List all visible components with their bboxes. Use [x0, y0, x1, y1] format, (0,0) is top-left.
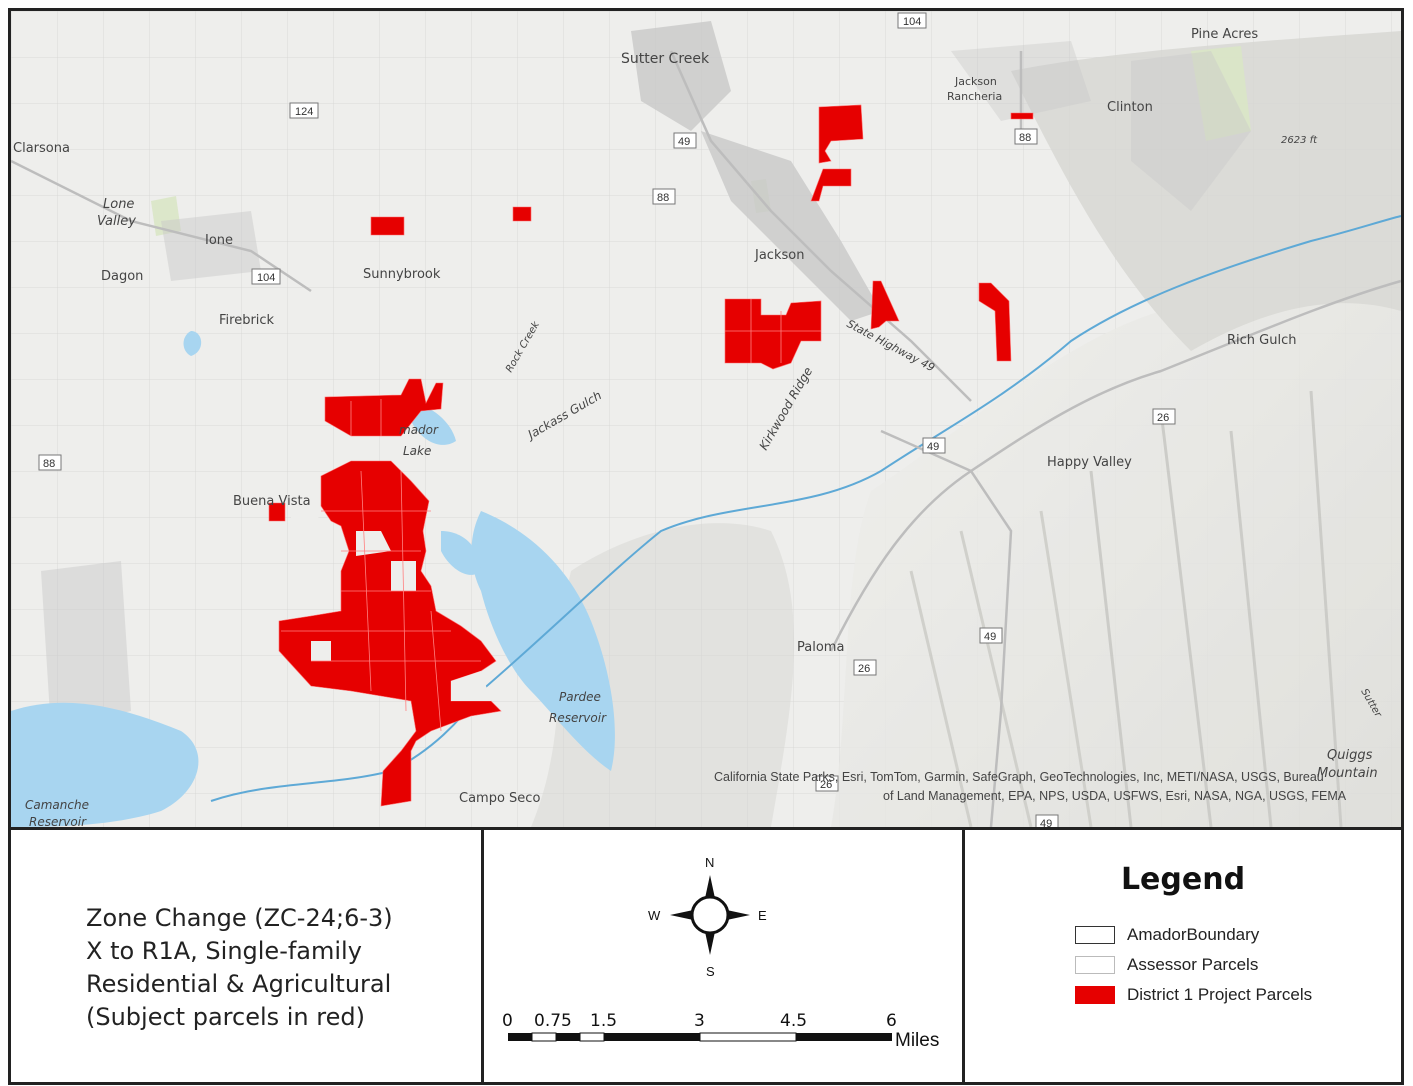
scale-tick-3: 3: [694, 1011, 705, 1031]
shield-26-a: 26: [1152, 408, 1176, 425]
compass-e: E: [758, 908, 767, 923]
scale-tick-0: 0: [502, 1011, 513, 1031]
description-panel: Zone Change (ZC-24;6-3) X to R1A, Single…: [11, 830, 484, 1082]
compass-s: S: [706, 964, 715, 979]
scale-unit: Miles: [895, 1030, 939, 1051]
description-line-4: (Subject parcels in red): [86, 1003, 365, 1031]
roads: [11, 50, 1401, 827]
label-ione: Ione: [205, 233, 233, 248]
label-happy-valley: Happy Valley: [1047, 455, 1132, 470]
shield-124: 124: [289, 102, 319, 119]
legend-label: Assessor Parcels: [1127, 955, 1259, 974]
legend-panel: Legend AmadorBoundary Assessor Parcels D…: [965, 830, 1401, 1082]
shield-49-a: 49: [673, 132, 697, 149]
label-jackson-rancheria-2: Rancheria: [947, 90, 1002, 103]
parcel-gaps: [291, 501, 491, 701]
label-sunnybrook: Sunnybrook: [363, 267, 441, 282]
label-buena-vista: Buena Vista: [233, 494, 311, 509]
label-pardee-2: Reservoir: [549, 711, 607, 725]
legend-item-project-parcels: District 1 Project Parcels: [1075, 984, 1312, 1006]
label-quiggs-1: Quiggs: [1327, 748, 1373, 763]
svg-text:49: 49: [984, 631, 996, 643]
compass-scale-panel: N S E W 0 0.75 1.5 3 4.5 6: [484, 830, 965, 1082]
label-jackson: Jackson: [754, 248, 804, 263]
legend-item-assessor-parcels: Assessor Parcels: [1075, 954, 1258, 976]
svg-text:49: 49: [1040, 818, 1052, 827]
scale-tick-075: 0.75: [534, 1011, 572, 1031]
svg-text:88: 88: [657, 192, 669, 204]
label-camanche-2: Reservoir: [29, 815, 87, 827]
shield-104-b: 104: [251, 268, 281, 285]
compass-n: N: [705, 855, 714, 870]
legend-label: District 1 Project Parcels: [1127, 985, 1313, 1004]
map-frame: Sutter Creek Pine Acres Jackson Rancheri…: [8, 8, 1404, 1085]
legend-swatch-project: [1075, 986, 1115, 1004]
compass-w: W: [648, 908, 661, 923]
svg-text:26: 26: [858, 663, 870, 675]
svg-text:104: 104: [257, 272, 275, 284]
scale-tick-45: 4.5: [780, 1011, 807, 1031]
urban-areas: [41, 21, 1251, 731]
svg-text:88: 88: [43, 458, 55, 470]
shield-26-c: 26: [815, 775, 839, 792]
scale-tick-6: 6: [886, 1011, 897, 1031]
shield-49-c: 49: [979, 627, 1003, 644]
compass-scale-canvas: N S E W 0 0.75 1.5 3 4.5 6: [502, 855, 939, 1051]
label-jackson-rancheria-1: Jackson: [954, 75, 997, 88]
legend-label: AmadorBoundary: [1127, 925, 1260, 944]
label-campo-seco: Campo Seco: [459, 791, 540, 806]
label-quiggs-2: Mountain: [1317, 766, 1378, 781]
highway-shields: 104 124 49 88 88 104 88 49 26 49 26 49 2…: [38, 12, 1176, 827]
svg-text:49: 49: [927, 441, 939, 453]
label-lone-valley-1: Lone: [103, 197, 134, 212]
label-lone-valley-2: Valley: [97, 214, 136, 229]
scale-tick-15: 1.5: [590, 1011, 617, 1031]
label-paloma: Paloma: [797, 640, 844, 655]
label-elevation: 2623 ft: [1281, 135, 1318, 146]
attribution-line-2: of Land Management, EPA, NPS, USDA, USFW…: [883, 789, 1347, 803]
shield-104-top: 104: [897, 12, 927, 29]
shield-88-a: 88: [1014, 128, 1038, 145]
label-firebrick: Firebrick: [219, 313, 275, 328]
label-clarsona: Clarsona: [13, 141, 70, 156]
shield-88-c: 88: [38, 454, 62, 471]
label-dagon: Dagon: [101, 269, 143, 284]
scale-bar: 0 0.75 1.5 3 4.5 6 Miles: [502, 1011, 939, 1051]
label-sutter-creek: Sutter Creek: [621, 51, 710, 67]
legend-swatch-parcels: [1075, 956, 1115, 974]
shield-49-b: 49: [922, 437, 946, 454]
shield-49-d: 49: [1035, 814, 1059, 827]
label-camanche-1: Camanche: [25, 798, 89, 812]
north-arrow-icon: N S E W: [648, 855, 767, 979]
description-line-3: Residential & Agricultural: [86, 970, 392, 998]
project-parcels: [268, 104, 1034, 807]
label-pine-acres: Pine Acres: [1191, 27, 1258, 42]
label-amador-lake-1: mador: [399, 423, 439, 437]
parcel-north-1: [818, 104, 864, 164]
parcel-lines: [281, 299, 821, 732]
svg-text:124: 124: [295, 106, 313, 118]
shield-88-b: 88: [652, 188, 676, 205]
attribution-line-1: California State Parks, Esri, TomTom, Ga…: [714, 770, 1324, 784]
shield-26-b: 26: [853, 659, 877, 676]
label-pardee-1: Pardee: [559, 690, 601, 704]
zone-change-description: Zone Change (ZC-24;6-3) X to R1A, Single…: [86, 902, 393, 1034]
map-canvas: Sutter Creek Pine Acres Jackson Rancheri…: [11, 11, 1401, 827]
svg-text:88: 88: [1019, 132, 1031, 144]
label-rich-gulch: Rich Gulch: [1227, 333, 1296, 348]
svg-text:26: 26: [1157, 412, 1169, 424]
svg-text:49: 49: [678, 136, 690, 148]
legend-title: Legend: [1120, 862, 1246, 897]
svg-text:104: 104: [903, 16, 921, 28]
description-line-1: Zone Change (ZC-24;6-3): [86, 904, 393, 932]
water-bodies: [11, 331, 615, 827]
label-amador-lake-2: Lake: [403, 444, 431, 458]
map-view[interactable]: Sutter Creek Pine Acres Jackson Rancheri…: [11, 11, 1401, 830]
svg-text:26: 26: [820, 779, 832, 791]
label-clinton: Clinton: [1107, 100, 1153, 115]
description-line-2: X to R1A, Single-family: [86, 937, 362, 965]
legend-item-amador-boundary: AmadorBoundary: [1075, 924, 1259, 946]
legend-swatch-boundary: [1075, 926, 1115, 944]
